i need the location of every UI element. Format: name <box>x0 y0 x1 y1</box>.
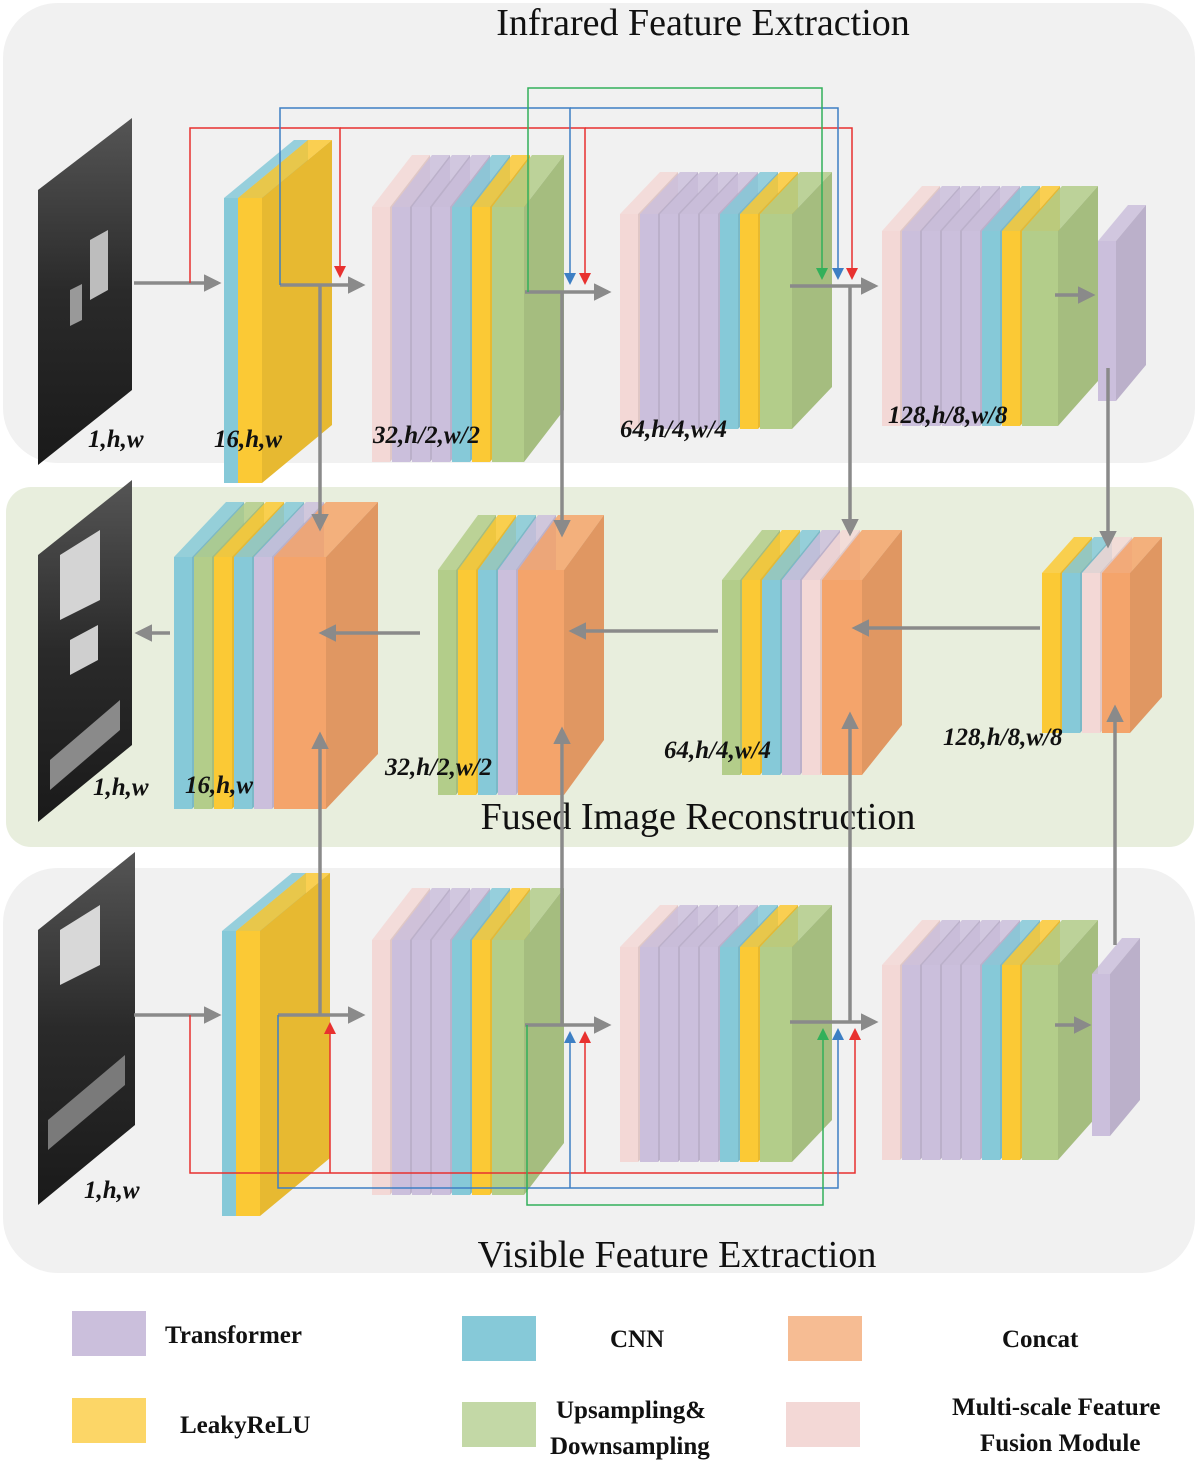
ir-skip-red-3 <box>585 127 853 272</box>
legend-swatch-concat <box>788 1316 862 1361</box>
vi-input-dim: 1,h,w <box>84 1177 140 1204</box>
vi-skip-red <box>189 1015 856 1174</box>
infrared-skip-connections <box>189 87 853 292</box>
legend: Transformer CNN Concat LeakyReLU Upsampl… <box>72 1311 1161 1460</box>
vi-stack-2 <box>372 888 564 1195</box>
fused-output-image <box>38 480 132 822</box>
fu-stack-4-layer-4 <box>1102 537 1162 733</box>
vi-stack-5-layer-1 <box>1092 938 1140 1136</box>
fu-stack-4 <box>1042 537 1162 733</box>
fu-stack-1-layer-6 <box>274 502 378 809</box>
ir-l2-dim: 32,h/2,w/2 <box>372 422 480 449</box>
legend-swatch-leakyrelu <box>72 1398 146 1443</box>
ir-l1-dim: 16,h,w <box>214 426 282 453</box>
fu-l3-dim: 64,h/4,w/4 <box>664 737 771 764</box>
legend-label-updown-2: Downsampling <box>550 1433 710 1460</box>
fu-stack-2 <box>438 515 604 795</box>
ir-stack-1 <box>224 140 332 483</box>
ir-skip-blue <box>279 107 571 285</box>
fu-l4-dim: 128,h/8,w/8 <box>943 724 1063 751</box>
vi-stack-4 <box>882 920 1098 1160</box>
ir-l3-dim: 64,h/4,w/4 <box>620 416 727 443</box>
legend-label-concat: Concat <box>1002 1326 1079 1353</box>
infrared-input-image <box>38 118 132 465</box>
legend-label-updown-1: Upsampling& <box>556 1397 706 1424</box>
ir-stack-3-layer-8 <box>760 172 832 429</box>
fu-stack-2-layer-5 <box>518 515 604 795</box>
vi-stack-5 <box>1092 938 1140 1136</box>
ir-stack-5-layer-1 <box>1098 205 1146 401</box>
vi-stack-3 <box>620 905 832 1162</box>
legend-swatch-transformer <box>72 1311 146 1356</box>
ir-input-dim: 1,h,w <box>88 426 144 453</box>
vi-skip-green <box>526 1025 824 1206</box>
fu-l1-dim: 16,h,w <box>185 772 253 799</box>
fu-out-dim: 1,h,w <box>93 774 149 801</box>
ir-l4-dim: 128,h/8,w/8 <box>888 402 1008 429</box>
ir-skip-red <box>189 127 341 283</box>
fu-stack-3-layer-6 <box>822 530 902 775</box>
vi-stack-3-layer-8 <box>760 905 832 1162</box>
legend-label-msffm-2: Fusion Module <box>980 1430 1140 1457</box>
legend-label-transformer: Transformer <box>165 1322 302 1349</box>
fu-stack-1 <box>174 502 378 809</box>
infrared-title: Infrared Feature Extraction <box>496 2 910 44</box>
vi-stack-1-layer-2 <box>236 873 330 1216</box>
flow-arrows <box>134 274 1124 1034</box>
legend-swatch-updown <box>462 1402 536 1447</box>
visible-input-image <box>38 852 135 1205</box>
ir-stack-2 <box>372 155 564 462</box>
fu-l2-dim: 32,h/2,w/2 <box>384 754 492 781</box>
vi-stack-4-layer-8 <box>1022 920 1098 1160</box>
layer-blocks <box>174 140 1162 1216</box>
vi-stack-1 <box>222 873 330 1216</box>
legend-swatch-cnn <box>462 1316 536 1361</box>
visible-title: Visible Feature Extraction <box>478 1234 877 1276</box>
visible-skip-connections <box>189 1015 856 1206</box>
ir-stack-5 <box>1098 205 1146 401</box>
vi-skip-blue <box>277 1015 839 1189</box>
legend-label-leakyrelu: LeakyReLU <box>180 1412 311 1439</box>
ir-skip-blue-2 <box>570 107 839 272</box>
vi-stack-2-layer-7 <box>492 888 564 1195</box>
legend-label-cnn: CNN <box>610 1326 664 1353</box>
ir-skip-green <box>527 87 823 292</box>
infrared-skip-heads <box>334 266 858 285</box>
ir-stack-3 <box>620 172 832 429</box>
ir-stack-4-layer-8 <box>1022 186 1098 426</box>
ir-stack-4 <box>882 186 1098 426</box>
legend-swatch-msffm <box>786 1402 860 1447</box>
fused-title: Fused Image Reconstruction <box>481 796 916 838</box>
legend-label-msffm-1: Multi-scale Feature <box>952 1394 1161 1421</box>
visible-skip-heads <box>324 1022 861 1043</box>
